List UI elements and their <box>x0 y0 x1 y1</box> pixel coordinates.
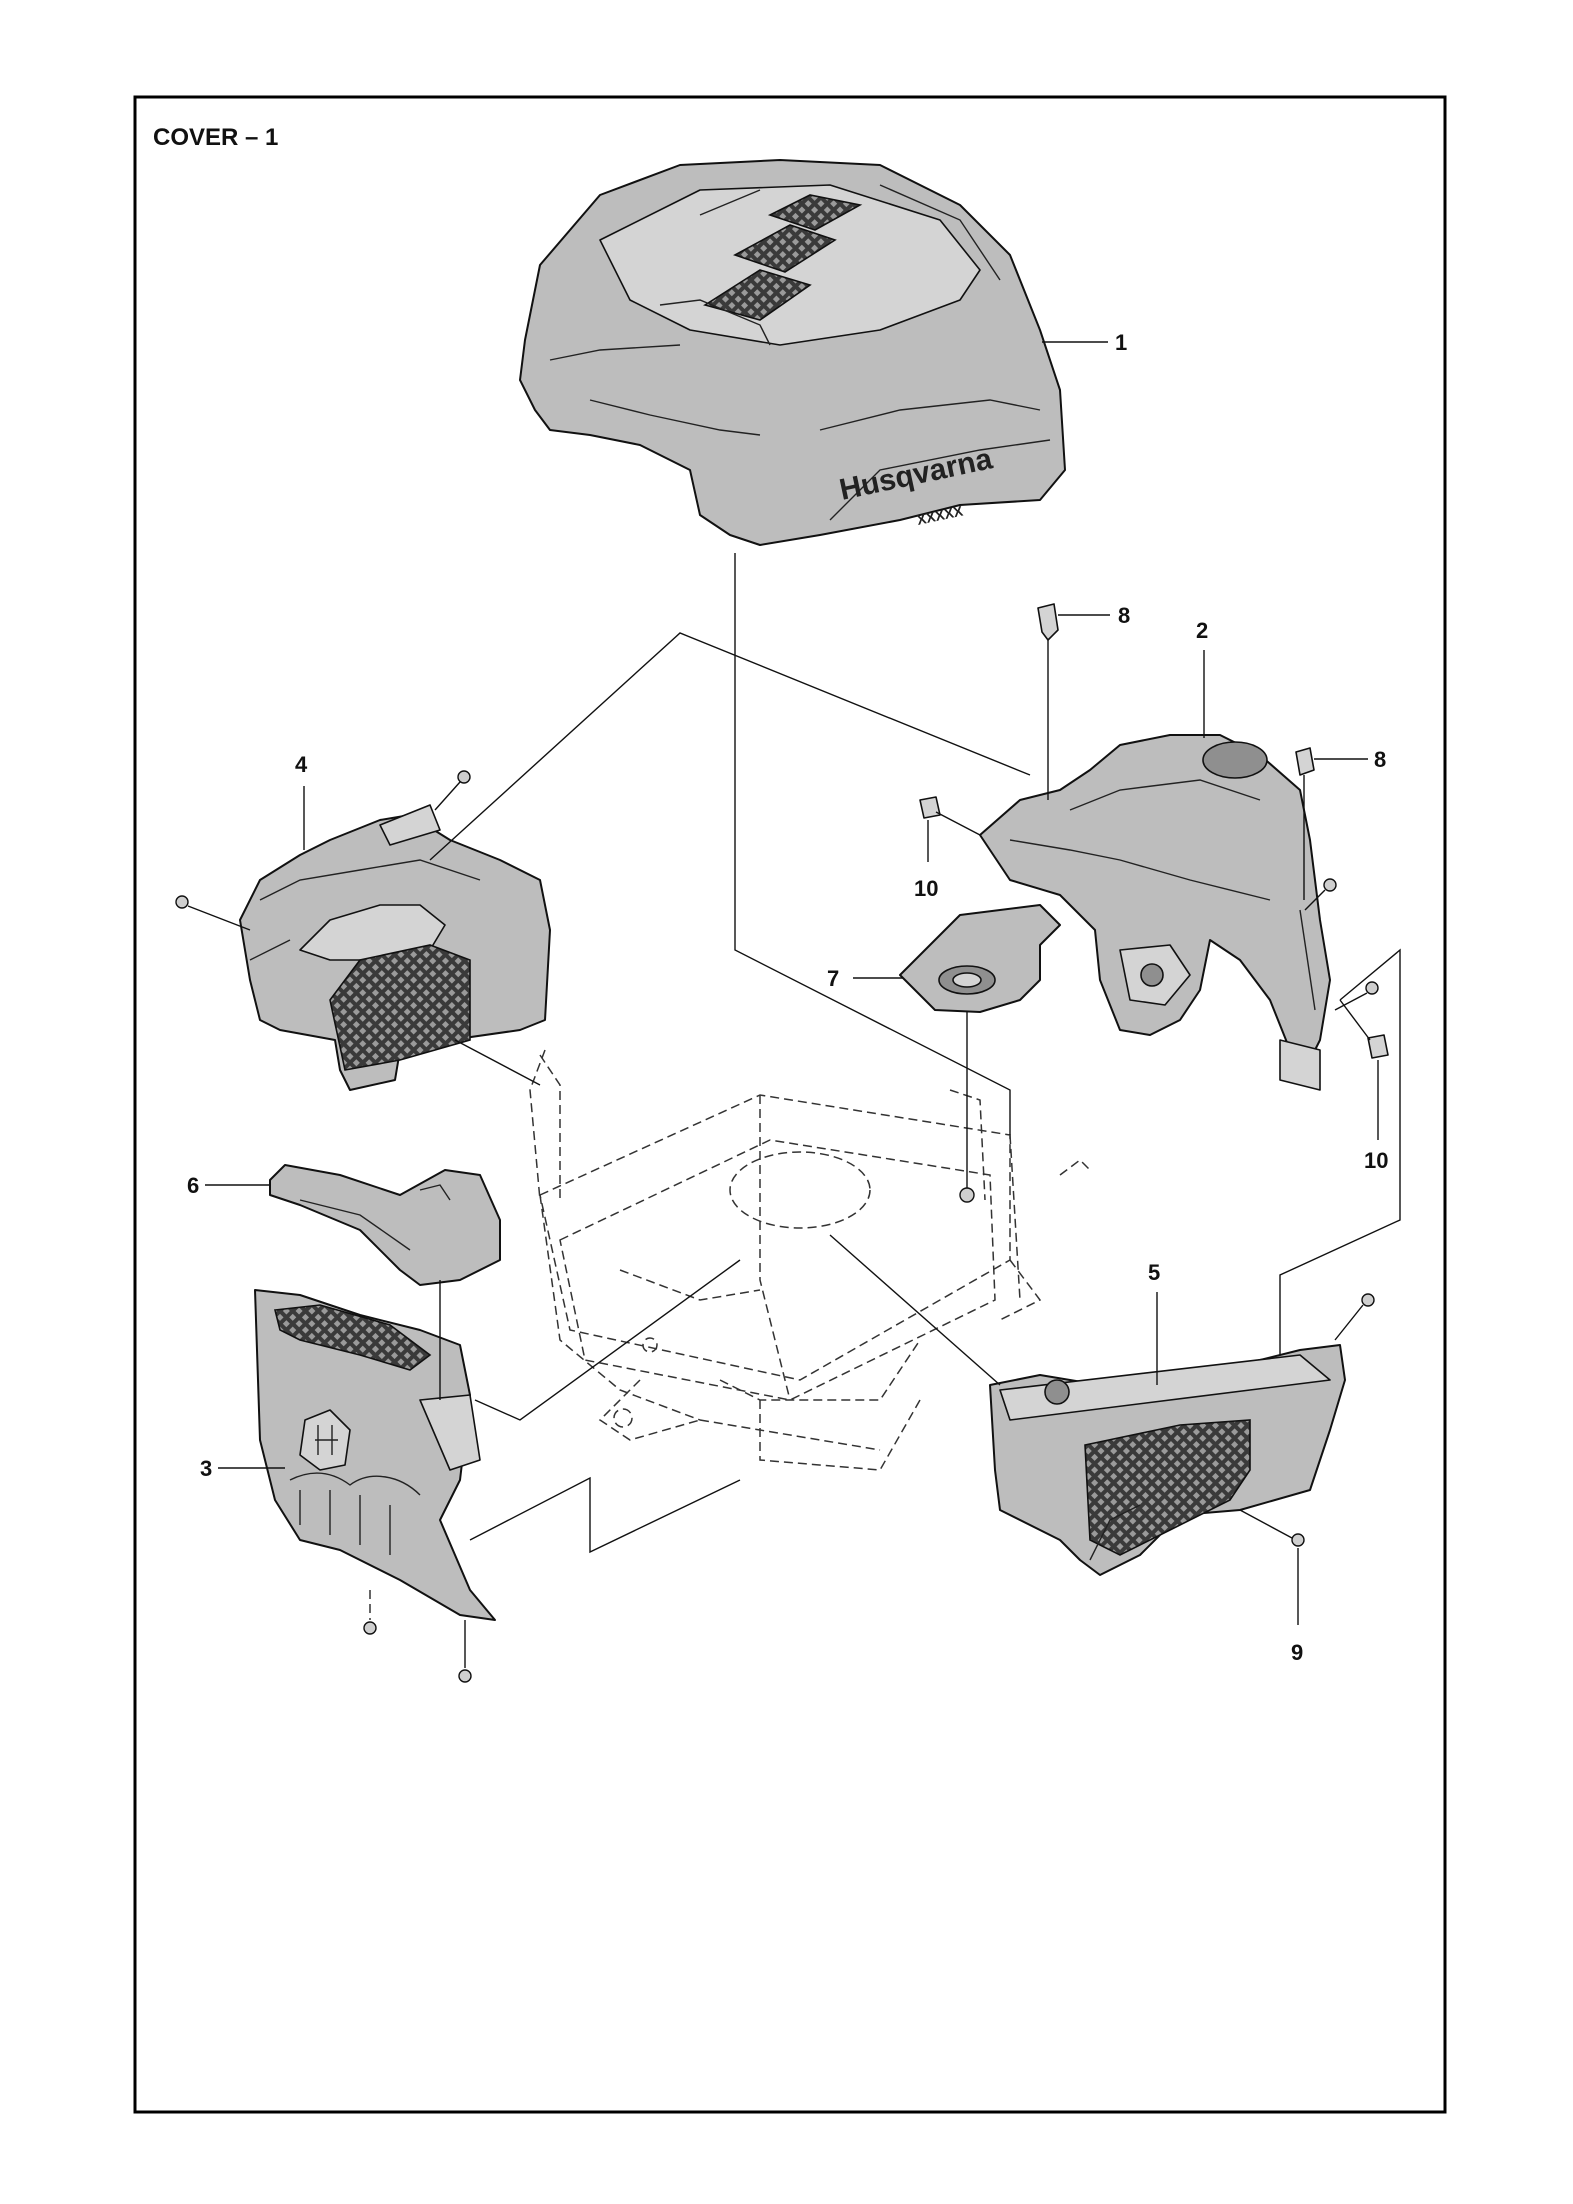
part-10-clip-lower <box>1339 999 1389 1059</box>
callout-7: 7 <box>827 966 839 991</box>
part-2-screws <box>1304 878 1379 1011</box>
leader-4-bottom <box>454 1039 541 1086</box>
part-4-screws <box>175 770 471 931</box>
part-8-clip-top <box>1037 603 1059 800</box>
part-5-front-right-cover <box>989 1344 1346 1576</box>
chassis-frame-dashed <box>529 1049 1091 1471</box>
part-3-screws <box>363 1590 472 1683</box>
part-6-dash-trim <box>269 1164 501 1286</box>
part-3-front-cover <box>254 1289 496 1621</box>
leader-4-to-frame <box>429 632 1031 861</box>
part-7-plate <box>899 904 1061 1203</box>
leader-3-frame-loop <box>469 1476 741 1554</box>
part-5-screws <box>1239 1293 1375 1547</box>
part-4-left-panel <box>239 804 551 1091</box>
part-8-clip-right <box>1295 747 1315 900</box>
callout-8b: 8 <box>1374 747 1386 772</box>
leader-5-left <box>829 1234 1001 1386</box>
callout-10a: 10 <box>914 876 938 901</box>
leader-5-to-frame <box>1279 948 1401 1355</box>
page-frame <box>133 95 1447 2114</box>
leader-hood-to-frame <box>734 553 1011 1135</box>
callout-8a: 8 <box>1118 603 1130 628</box>
callout-6: 6 <box>187 1173 199 1198</box>
leader-3-to-frame <box>474 1259 741 1421</box>
part-1-hood: Husqvarna XXXXX <box>519 159 1066 546</box>
part-2-dash-bracket <box>979 734 1331 1091</box>
callout-9: 9 <box>1291 1640 1303 1665</box>
callout-3: 3 <box>200 1456 212 1481</box>
part-10-clip-upper <box>919 796 981 836</box>
callout-5: 5 <box>1148 1260 1160 1285</box>
callout-4: 4 <box>295 752 308 777</box>
callout-10b: 10 <box>1364 1148 1388 1173</box>
callout-1: 1 <box>1115 330 1127 355</box>
page-title: COVER – 1 <box>153 124 278 151</box>
callout-2: 2 <box>1196 618 1208 643</box>
